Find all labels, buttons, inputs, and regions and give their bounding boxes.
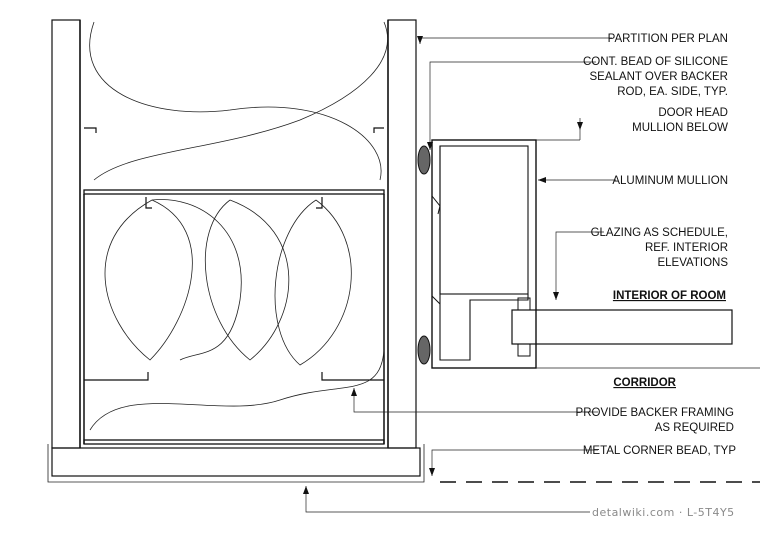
arrowheads (303, 36, 583, 494)
batt-insulation (89, 21, 388, 431)
gypsum-board (47, 19, 425, 483)
backer-label-line-2: AS REQUIRED (655, 422, 734, 434)
backer-label-line-1: PROVIDE BACKER FRAMING (576, 407, 735, 419)
door-head-label-line-2: MULLION BELOW (632, 122, 728, 134)
partition-label: PARTITION PER PLAN (608, 33, 728, 45)
sealant-label-line-3: ROD, EA. SIDE, TYP. (617, 86, 728, 98)
metal-stud-framing (79, 20, 389, 448)
door-head-label-line-1: DOOR HEAD (658, 107, 728, 119)
leader-lines (305, 37, 760, 513)
corridor-label: CORRIDOR (613, 377, 676, 389)
sealant-beads (417, 145, 431, 365)
sealant-label-line-1: CONT. BEAD OF SILICONE (583, 56, 728, 68)
mullion-label: ALUMINUM MULLION (612, 175, 728, 187)
glazing-label-line-1: GLAZING AS SCHEDULE, (591, 227, 728, 239)
glazing (511, 309, 733, 345)
glazing-label-line-2: REF. INTERIOR (645, 242, 728, 254)
interior-of-room-label: INTERIOR OF ROOM (613, 290, 726, 302)
aluminum-mullion (431, 139, 537, 369)
sealant-label-line-2: SEALANT OVER BACKER (590, 71, 728, 83)
corner-bead-label: METAL CORNER BEAD, TYP (583, 445, 736, 457)
glazing-label-line-3: ELEVATIONS (657, 257, 728, 269)
watermark: detalwiki.com · L-5T4Y5 (592, 506, 735, 519)
